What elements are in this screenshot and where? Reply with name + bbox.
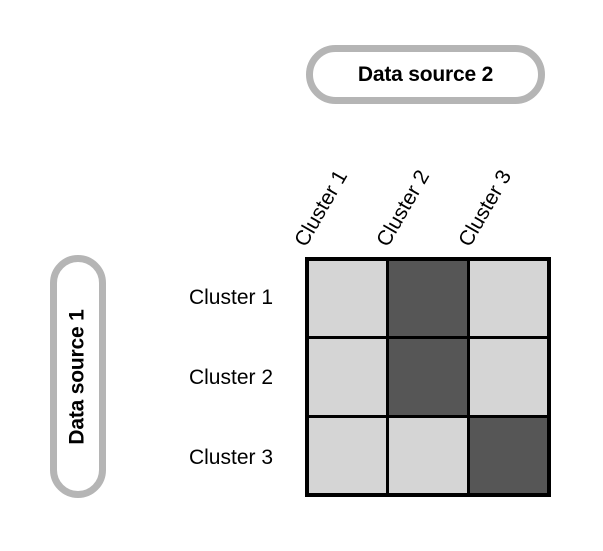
matrix-cell-r1c3 [469,261,547,337]
matrix-cell-r1c1 [309,261,387,337]
matrix-cell-r3c1 [309,417,387,493]
matrix-cell-r3c2 [389,417,467,493]
matrix-cell-r3c3 [469,417,547,493]
column-labels: Cluster 1 Cluster 2 Cluster 3 [0,0,603,251]
data-source-1-pill: Data source 1 [50,255,106,498]
matrix-cell-r2c1 [309,339,387,415]
column-label-cluster-1: Cluster 1 [290,166,353,251]
row-label-cluster-3: Cluster 3 [188,446,273,469]
cluster-correspondence-matrix [305,257,551,497]
data-source-2-pill: Data source 2 [306,45,545,104]
data-source-1-label: Data source 1 [66,308,90,445]
row-labels: Cluster 1 Cluster 2 Cluster 3 [110,257,273,497]
data-source-2-label: Data source 2 [357,62,494,86]
row-label-cluster-1: Cluster 1 [188,286,273,309]
column-label-cluster-3: Cluster 3 [454,166,517,251]
matrix-cell-r1c2 [389,261,467,337]
column-label-cluster-2: Cluster 2 [372,166,435,251]
matrix-cell-r2c3 [469,339,547,415]
row-label-cluster-2: Cluster 2 [188,366,273,389]
matrix-cell-r2c2 [389,339,467,415]
